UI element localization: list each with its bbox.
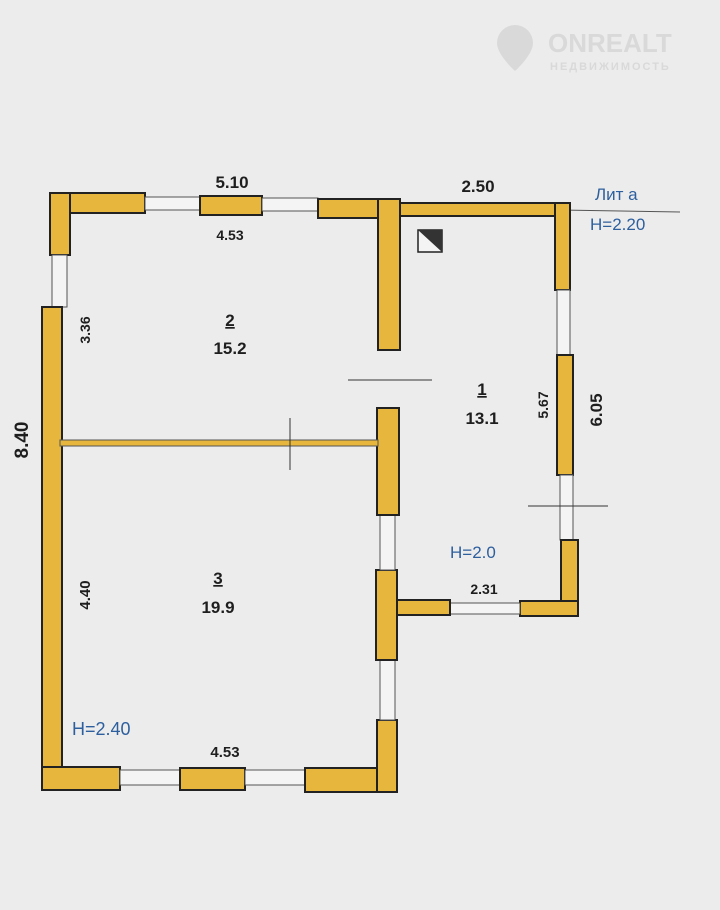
window [556, 289, 571, 356]
partition-wall [59, 439, 379, 447]
window [51, 254, 68, 308]
window [261, 197, 319, 212]
window [379, 659, 396, 721]
window [119, 769, 181, 786]
vent-symbol-icon [417, 229, 443, 253]
dim-room1-depth: 5.67 [535, 391, 551, 418]
main-height: H=2.40 [72, 719, 131, 739]
annex-leader-line [559, 209, 681, 213]
watermark-logo: ONREALT НЕДВИЖИМОСТЬ [497, 25, 672, 73]
dim-left: 8.40 [12, 422, 33, 459]
wall [376, 719, 398, 793]
dim-room1-width: 2.31 [470, 581, 497, 597]
watermark-tagline: НЕДВИЖИМОСТЬ [550, 61, 671, 73]
wall [556, 354, 574, 476]
wall [41, 766, 121, 791]
wall [49, 192, 71, 256]
location-pin-icon [497, 25, 533, 71]
wall [41, 306, 63, 791]
window [379, 514, 396, 571]
room-2-area: 15.2 [213, 339, 246, 358]
wall [179, 767, 246, 791]
room-3-area: 19.9 [201, 598, 234, 617]
wall [554, 202, 571, 291]
room-1-number: 1 [477, 380, 486, 399]
dim-top-left: 5.10 [215, 173, 248, 192]
dim-room3-depth: 4.40 [77, 580, 94, 609]
window [144, 196, 201, 211]
dim-right: 6.05 [587, 393, 606, 426]
wall [199, 195, 263, 216]
wall [375, 569, 398, 661]
window [449, 602, 521, 615]
wall [399, 202, 571, 217]
wall [377, 198, 401, 351]
window [244, 769, 306, 786]
room1-height: H=2.0 [450, 543, 496, 562]
room-2-number: 2 [225, 311, 234, 330]
wall [376, 407, 400, 516]
room-3-number: 3 [213, 569, 222, 588]
watermark-brand: ONREALT [548, 28, 672, 58]
window [559, 474, 574, 541]
room-1-area: 13.1 [465, 409, 498, 428]
dim-room3-width: 4.53 [210, 744, 239, 761]
wall [396, 599, 451, 616]
dim-room2-depth: 3.36 [77, 316, 93, 343]
annex-label: Лит а [595, 185, 638, 204]
dim-top-right: 2.50 [461, 177, 494, 196]
wall [519, 600, 579, 617]
annex-height: H=2.20 [590, 215, 645, 234]
dim-room2-width: 4.53 [216, 227, 243, 243]
